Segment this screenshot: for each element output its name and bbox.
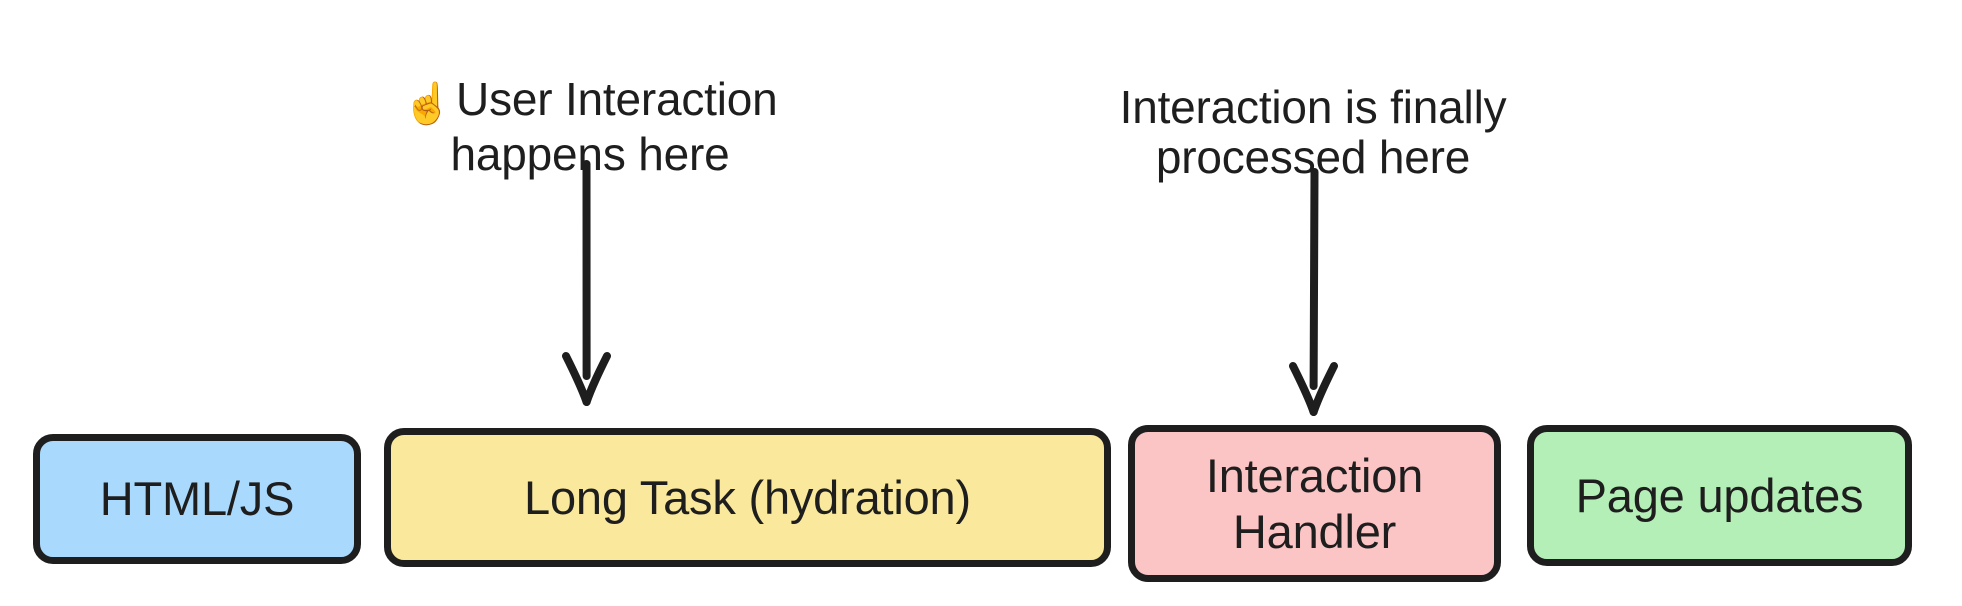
- annotation-interaction-processed: Interaction is finally processed here: [1030, 32, 1596, 182]
- node-html-js[interactable]: HTML/JS: [33, 434, 361, 564]
- node-page-updates[interactable]: Page updates: [1527, 425, 1912, 566]
- annotation-interaction-processed-text: Interaction is finally processed here: [1119, 81, 1507, 183]
- node-interaction-handler-label: Interaction Handler: [1205, 448, 1424, 558]
- arrow-down-to-interaction-handler: [1289, 168, 1338, 416]
- node-interaction-handler[interactable]: Interaction Handler: [1128, 425, 1501, 582]
- annotation-user-interaction: ☝️User Interaction happens here: [300, 24, 880, 179]
- node-long-task[interactable]: Long Task (hydration): [384, 428, 1111, 567]
- node-page-updates-label: Page updates: [1575, 468, 1864, 522]
- index-pointing-up-emoji: ☝️: [402, 82, 453, 126]
- node-html-js-label: HTML/JS: [99, 472, 295, 525]
- node-long-task-label: Long Task (hydration): [524, 470, 971, 524]
- arrow-down-to-long-task: [562, 160, 611, 406]
- annotation-user-interaction-text: User Interaction happens here: [450, 73, 778, 180]
